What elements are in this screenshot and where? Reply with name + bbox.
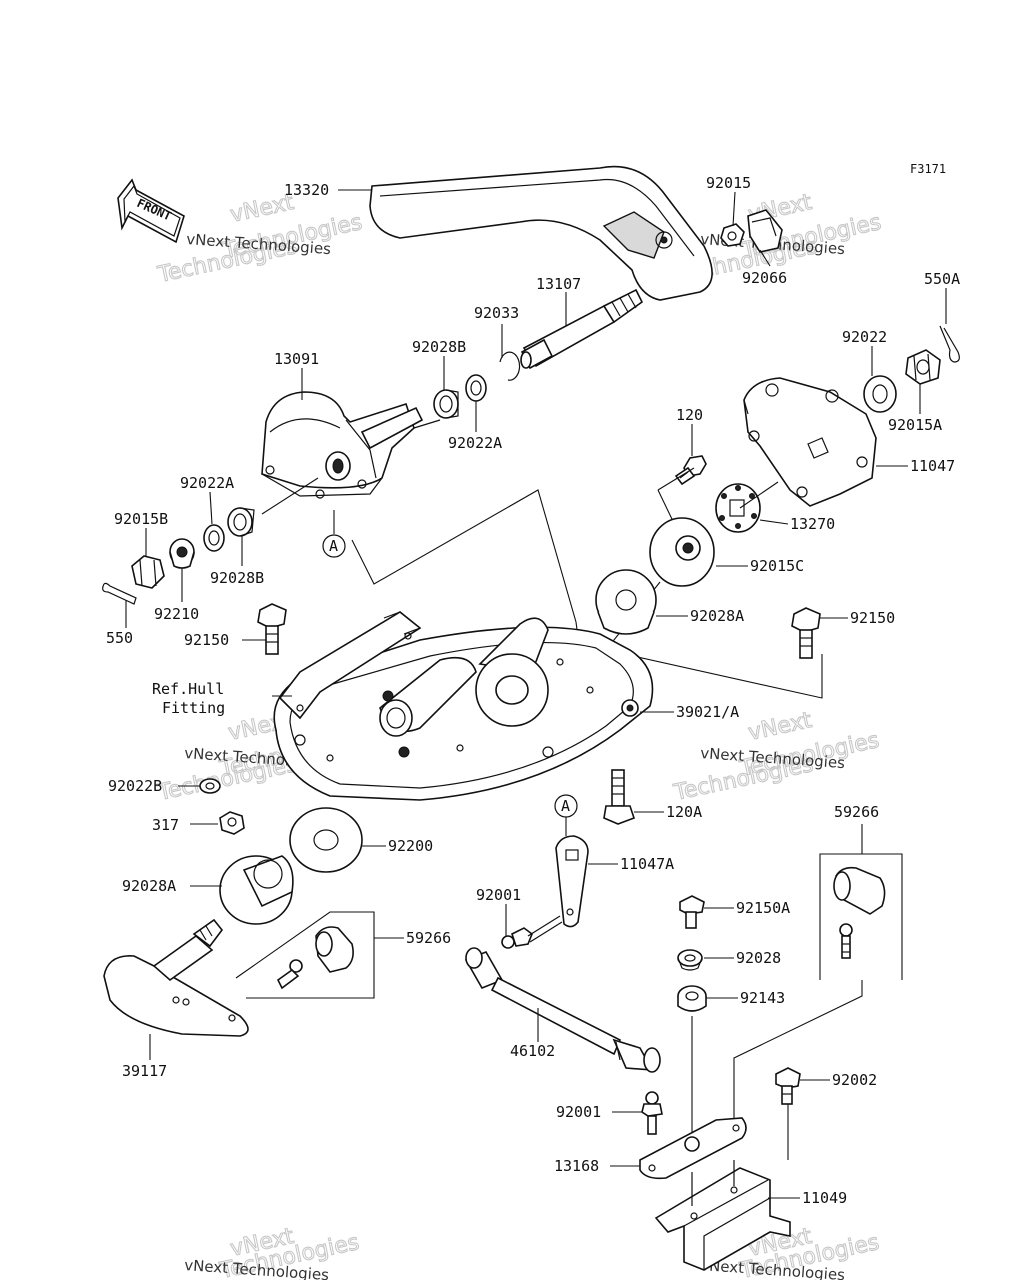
- label-92022A-top: 92022A: [448, 434, 502, 452]
- washer-92022A-top: [465, 374, 487, 402]
- label-92143: 92143: [740, 989, 785, 1007]
- label-92033: 92033: [474, 304, 519, 322]
- castle-nut-92015B: [131, 555, 165, 589]
- bolt-92150-left: [257, 603, 287, 655]
- cotter-pin-550A: [939, 325, 960, 363]
- ref-hull-line2: Fitting: [162, 699, 225, 717]
- label-46102: 46102: [510, 1042, 555, 1060]
- label-11049: 11049: [802, 1189, 847, 1207]
- plate-13168: [639, 1117, 747, 1180]
- label-317: 317: [152, 816, 179, 834]
- label-92028A-low: 92028A: [122, 877, 176, 895]
- watermark-bottom-right: vNext Technologies vNext Technologies: [700, 1223, 882, 1280]
- svg-text:vNext: vNext: [746, 708, 814, 746]
- label-92002: 92002: [832, 1071, 877, 1089]
- balljoint-59266-left: [235, 911, 375, 999]
- label-59266-right: 59266: [834, 803, 879, 821]
- arm-39117: [103, 918, 249, 1037]
- svg-text:A: A: [329, 537, 338, 555]
- bushing-92210: [169, 538, 195, 569]
- label-550: 550: [106, 629, 133, 647]
- ballstud-92001-low: [641, 1091, 663, 1135]
- label-92200: 92200: [388, 837, 433, 855]
- steering-housing-13091: [261, 391, 441, 499]
- ref-hull-line1: Ref.Hull: [152, 680, 224, 698]
- watermark-top-left: vNext Technologies Technologies vNext Te…: [155, 189, 366, 288]
- label-39117: 39117: [122, 1062, 167, 1080]
- label-92022: 92022: [842, 328, 887, 346]
- label-13270: 13270: [790, 515, 835, 533]
- label-13168: 13168: [554, 1157, 599, 1175]
- label-92210: 92210: [154, 605, 199, 623]
- hull-fitting-base: [273, 611, 654, 801]
- label-39021A: 39021/A: [676, 703, 739, 721]
- label-13320: 13320: [284, 181, 329, 199]
- nut-92015: [720, 223, 745, 247]
- bushing-92028A-mid: [595, 569, 657, 635]
- label-92015C: 92015C: [750, 557, 804, 575]
- handlebar-cover-13320: [369, 165, 713, 301]
- label-11047A: 11047A: [620, 855, 674, 873]
- label-92001-mid: 92001: [476, 886, 521, 904]
- label-550A: 550A: [924, 270, 960, 288]
- washer-92022: [863, 375, 897, 413]
- balljoint-59266-right: [819, 853, 903, 980]
- label-92150-left: 92150: [184, 631, 229, 649]
- cotter-pin-550: [102, 582, 137, 605]
- figure-code: F3171: [910, 162, 946, 176]
- bushing-92028B-left: [227, 507, 255, 537]
- label-92028: 92028: [736, 949, 781, 967]
- bushing-92028B-top: [433, 389, 459, 419]
- callout-a-mid: A: [554, 794, 578, 836]
- watermark-bottom-left: vNext Technologies vNext Technologies: [184, 1223, 362, 1280]
- watermark-mid-right: vNext Technologies Technologies vNext Te…: [671, 707, 883, 806]
- washer-92022B: [199, 778, 221, 794]
- flange-13270: [715, 483, 761, 533]
- washer-92200: [289, 807, 363, 873]
- bolt-92002: [775, 1067, 801, 1105]
- label-92001-low: 92001: [556, 1103, 601, 1121]
- plate-92066: [747, 209, 783, 253]
- arm-plate-11047: [743, 377, 877, 507]
- hub-92015C: [649, 517, 715, 587]
- collar-92143: [677, 985, 707, 1012]
- nut-317: [219, 811, 245, 835]
- label-92028B-top: 92028B: [412, 338, 466, 356]
- label-92150A: 92150A: [736, 899, 790, 917]
- bolt-92150-right: [791, 607, 821, 659]
- bushing-92028A-low: [219, 855, 294, 925]
- label-13107: 13107: [536, 275, 581, 293]
- label-13091: 13091: [274, 350, 319, 368]
- callout-a-top: A: [322, 510, 346, 558]
- label-92015B: 92015B: [114, 510, 168, 528]
- label-92015: 92015: [706, 174, 751, 192]
- ballstud-92001-mid: [501, 915, 563, 949]
- label-92015A: 92015A: [888, 416, 942, 434]
- label-92066: 92066: [742, 269, 787, 287]
- washer-92022A-left: [203, 524, 225, 552]
- label-92022A-left: 92022A: [180, 474, 234, 492]
- svg-text:A: A: [561, 797, 570, 815]
- rod-46102: [464, 947, 661, 1073]
- shaft-13107: [520, 288, 644, 370]
- bracket-11049: [654, 1160, 791, 1271]
- label-120A: 120A: [666, 803, 702, 821]
- label-92022B: 92022B: [108, 777, 162, 795]
- front-arrow-icon: FRONT: [117, 178, 185, 244]
- bolt-120A: [603, 769, 636, 825]
- bolt-92150A: [679, 895, 705, 929]
- label-11047: 11047: [910, 457, 955, 475]
- collar-92028: [677, 949, 703, 971]
- circlip-92033: [499, 351, 521, 381]
- label-92150-right: 92150: [850, 609, 895, 627]
- arm-11047A: [555, 835, 589, 928]
- label-59266-left: 59266: [406, 929, 451, 947]
- label-92028B-left: 92028B: [210, 569, 264, 587]
- label-92028A-mid: 92028A: [690, 607, 744, 625]
- castle-nut-92015A: [905, 349, 941, 385]
- label-120: 120: [676, 406, 703, 424]
